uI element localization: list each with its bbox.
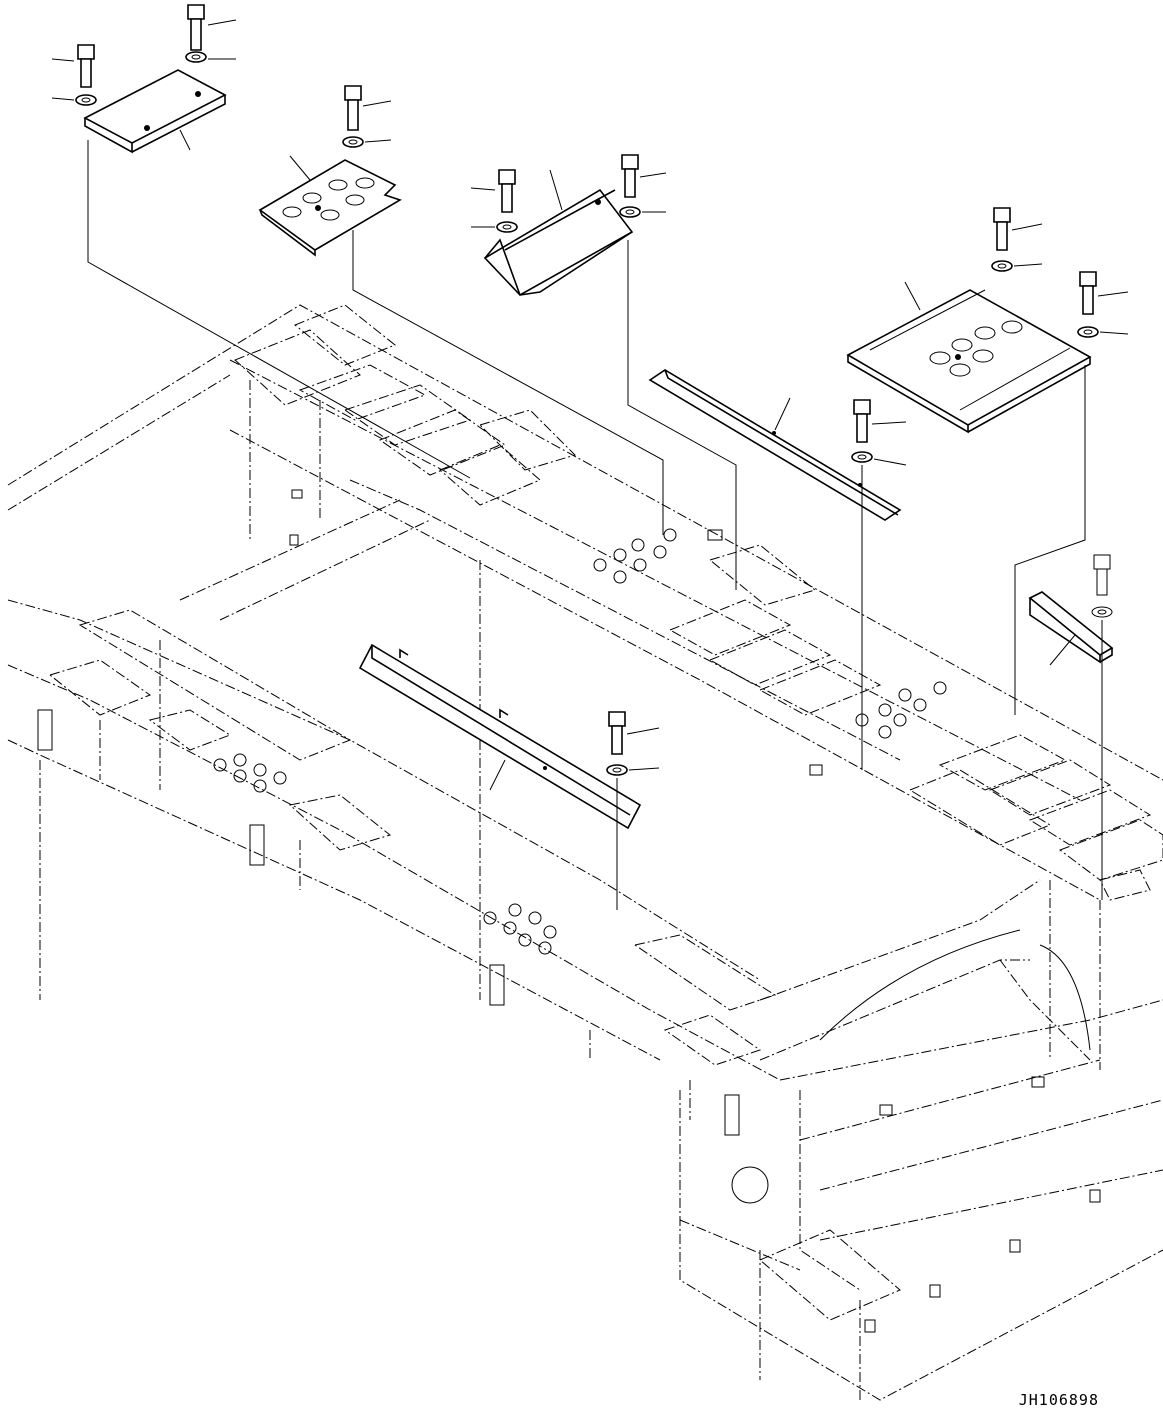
washer-icon <box>606 764 660 776</box>
bolt-icon <box>51 44 95 88</box>
bolt-icon <box>1093 554 1111 596</box>
frame-bolt-holes <box>213 528 947 955</box>
washer-icon <box>185 51 236 63</box>
drawing-reference-code: JH106898 <box>1018 1391 1099 1409</box>
bolt-icon <box>993 207 1043 251</box>
frame-mount-pads <box>48 304 1163 1321</box>
cover-plate-a <box>83 69 227 154</box>
bolt-icon <box>608 711 660 755</box>
washer-icon <box>471 221 518 233</box>
angle-bar-e <box>648 369 902 521</box>
washer-icon <box>1077 326 1129 338</box>
cover-plate-d <box>846 281 1092 434</box>
washer-icon <box>851 451 907 466</box>
washer-icon <box>619 206 666 218</box>
bolt-icon <box>470 169 516 213</box>
angle-bar-f <box>358 643 642 830</box>
bolt-icon <box>853 399 907 443</box>
bolt-icon <box>621 154 667 198</box>
channel-bracket-c <box>483 169 634 297</box>
cover-plate-b <box>258 155 402 257</box>
washer-icon <box>1091 606 1113 618</box>
machine-frame-outline <box>7 304 1163 1401</box>
bolt-icon <box>344 85 392 131</box>
assembly-leader-lines <box>87 140 1103 910</box>
bolt-icon <box>187 4 237 51</box>
washer-icon <box>51 94 97 106</box>
washer-icon <box>342 136 392 148</box>
frame-brackets <box>37 489 1101 1333</box>
bolts-and-washers <box>51 4 1129 776</box>
small-plate-g <box>1028 591 1114 666</box>
washer-icon <box>991 260 1043 272</box>
bolt-icon <box>1079 271 1129 315</box>
